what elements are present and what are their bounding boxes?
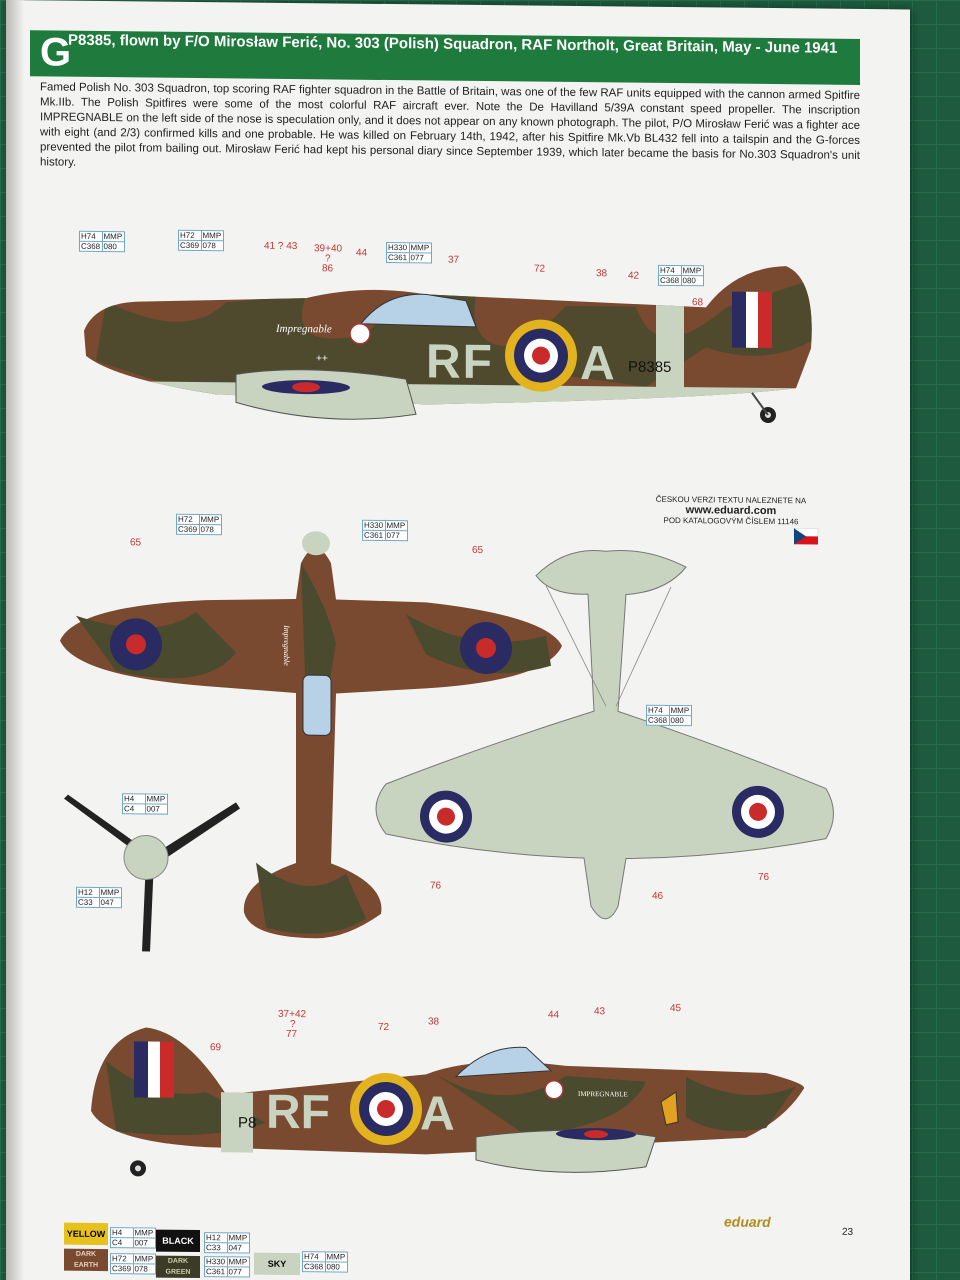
eduard-logo: eduard (724, 1213, 771, 1231)
bottom-view (375, 549, 834, 920)
page-number: 23 (842, 1226, 854, 1238)
top-view (60, 531, 562, 952)
callout: 38 (428, 1016, 440, 1028)
legend-dark-green-swatch: DARK GREEN (156, 1255, 200, 1279)
legend-dark-earth-swatch: DARK EARTH (64, 1248, 108, 1272)
czech-flag-icon (793, 527, 819, 545)
left-side-profile (84, 266, 812, 423)
callout: 43 (594, 1006, 606, 1018)
callout: 69 (210, 1042, 222, 1054)
nose-inscription-right: IMPREGNABLE (578, 1089, 628, 1099)
instruction-page: G P8385, flown by F/O Mirosław Ferić, No… (6, 0, 910, 1280)
legend-yellow-swatch: YELLOW (64, 1222, 108, 1246)
code-letters-rf-right: RF (266, 1085, 330, 1140)
code-letter-a-right: A (420, 1087, 455, 1141)
callout: 72 (378, 1021, 390, 1034)
right-side-profile (91, 1027, 805, 1177)
serial-number-right: P8 (238, 1114, 257, 1132)
callout: 77 (286, 1028, 298, 1041)
callout: 44 (548, 1009, 560, 1021)
callout: 45 (670, 1002, 682, 1015)
legend-black-swatch: BLACK (156, 1229, 200, 1253)
legend-sky-swatch: SKY (254, 1252, 300, 1276)
